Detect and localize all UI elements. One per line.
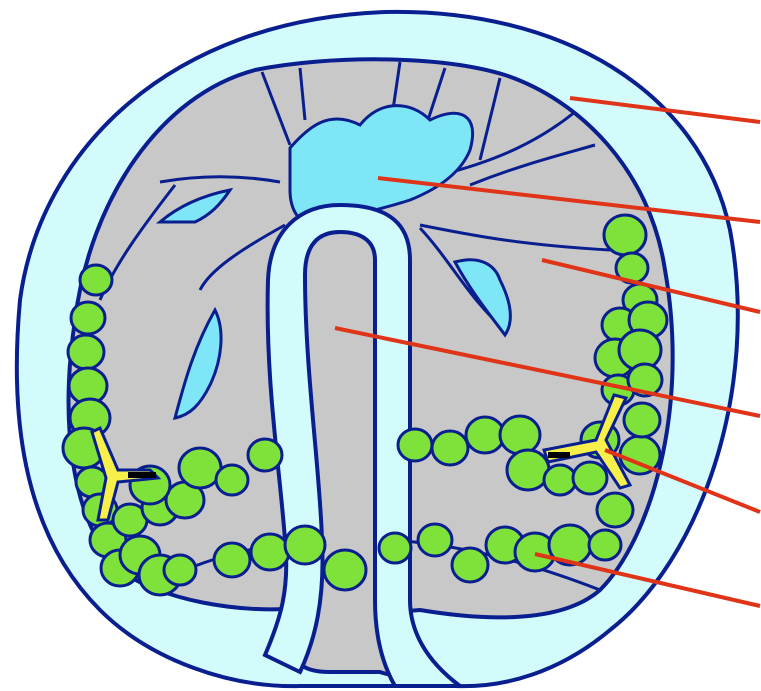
nodule xyxy=(71,302,105,334)
nodule xyxy=(216,465,248,495)
nodule xyxy=(597,493,633,527)
nodule xyxy=(432,431,468,465)
nodule xyxy=(214,543,250,577)
nodule xyxy=(624,403,660,437)
nodule xyxy=(466,417,504,453)
nodule xyxy=(324,550,366,590)
nodule xyxy=(500,416,540,454)
nodule xyxy=(398,429,432,461)
nodule xyxy=(573,462,607,494)
nodule xyxy=(248,439,282,471)
nodule xyxy=(251,534,289,570)
nodule xyxy=(285,526,325,564)
nodule xyxy=(589,530,621,560)
nodule xyxy=(379,533,411,563)
nodule xyxy=(164,555,196,585)
nodule xyxy=(68,335,104,369)
nodule xyxy=(544,465,576,495)
nodule xyxy=(80,265,112,295)
nodule xyxy=(507,450,549,490)
nodule xyxy=(418,524,452,556)
nodule xyxy=(452,548,488,582)
nodule xyxy=(604,215,646,255)
